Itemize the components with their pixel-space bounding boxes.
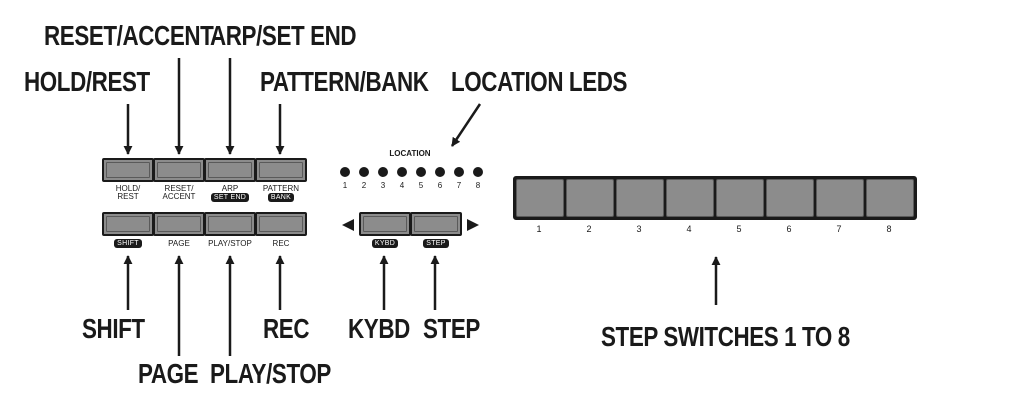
step-switch-8[interactable] <box>866 179 914 217</box>
step-number: 5 <box>736 224 742 234</box>
location-led-number: 6 <box>437 181 443 190</box>
location-led-1 <box>340 167 350 177</box>
callout-arp-set-end: ARP/SET END <box>210 20 357 51</box>
button-face <box>259 162 303 178</box>
step-number: 8 <box>886 224 892 234</box>
location-led-8 <box>473 167 483 177</box>
location-led-number: 7 <box>456 181 462 190</box>
step-number: 2 <box>586 224 592 234</box>
triangle-right-icon[interactable] <box>466 218 480 232</box>
button-face <box>106 216 150 232</box>
label-pattern: PATTERN BANK <box>262 184 300 202</box>
shift-button[interactable] <box>102 212 154 236</box>
reset-accent-button[interactable] <box>153 158 205 182</box>
location-led-4 <box>397 167 407 177</box>
step-switch-3[interactable] <box>616 179 664 217</box>
location-led-6 <box>435 167 445 177</box>
step-number: 4 <box>686 224 692 234</box>
location-led-number: 4 <box>399 181 405 190</box>
step-number: 1 <box>536 224 542 234</box>
location-led-2 <box>359 167 369 177</box>
location-led-number: 2 <box>361 181 367 190</box>
location-led-7 <box>454 167 464 177</box>
label-arp: ARP SET END <box>204 185 256 202</box>
step-switch-5[interactable] <box>716 179 764 217</box>
callout-step: STEP <box>423 313 480 344</box>
step-number: 7 <box>836 224 842 234</box>
arrow-location-leds <box>450 103 482 147</box>
step-switch-4[interactable] <box>666 179 714 217</box>
button-face <box>157 162 201 178</box>
arp-button[interactable] <box>204 158 256 182</box>
callout-location-leds: LOCATION LEDS <box>451 66 628 97</box>
location-led-number: 5 <box>418 181 424 190</box>
label-set-end-shift: SET END <box>210 193 250 202</box>
step-switch-7[interactable] <box>816 179 864 217</box>
button-face <box>208 216 252 232</box>
triangle-left-icon[interactable] <box>341 218 355 232</box>
button-face <box>208 162 252 178</box>
label-bank-shift: BANK <box>267 193 295 202</box>
location-led-number: 3 <box>380 181 386 190</box>
callout-pattern-bank: PATTERN/BANK <box>260 66 429 97</box>
step-switch-bar <box>513 176 917 220</box>
button-face <box>157 216 201 232</box>
callout-kybd: KYBD <box>348 313 410 344</box>
callout-reset-accent: RESET/ACCENT <box>44 20 214 51</box>
page-button[interactable] <box>153 212 205 236</box>
button-face <box>259 216 303 232</box>
label-kybd: KYBD <box>359 239 411 248</box>
step-number: 6 <box>786 224 792 234</box>
step-button[interactable] <box>410 212 462 236</box>
step-switch-6[interactable] <box>766 179 814 217</box>
label-page: PAGE <box>168 239 190 248</box>
callout-hold-rest: HOLD/REST <box>24 66 150 97</box>
callout-shift: SHIFT <box>82 313 145 344</box>
label-play-stop: PLAY/STOP <box>208 239 252 248</box>
button-face <box>106 162 150 178</box>
callout-play-stop: PLAY/STOP <box>210 358 331 389</box>
rec-button[interactable] <box>255 212 307 236</box>
button-face <box>414 216 458 232</box>
hold-rest-button[interactable] <box>102 158 154 182</box>
step-switch-2[interactable] <box>566 179 614 217</box>
label-hold-rest: HOLD/REST <box>115 184 141 201</box>
location-led-5 <box>416 167 426 177</box>
label-shift: SHIFT <box>102 239 154 248</box>
play-stop-button[interactable] <box>204 212 256 236</box>
callout-step-switches: STEP SWITCHES 1 TO 8 <box>601 321 850 352</box>
location-title: LOCATION <box>389 149 431 158</box>
label-step: STEP <box>410 239 462 248</box>
callout-rec: REC <box>263 313 310 344</box>
label-rec: REC <box>272 239 290 248</box>
callout-page: PAGE <box>138 358 199 389</box>
button-face <box>363 216 407 232</box>
location-led-number: 8 <box>475 181 481 190</box>
step-number: 3 <box>636 224 642 234</box>
pattern-button[interactable] <box>255 158 307 182</box>
kybd-button[interactable] <box>359 212 411 236</box>
label-reset-accent: RESET/ACCENT <box>162 184 196 201</box>
location-led-3 <box>378 167 388 177</box>
location-led-number: 1 <box>342 181 348 190</box>
step-switch-1[interactable] <box>516 179 564 217</box>
